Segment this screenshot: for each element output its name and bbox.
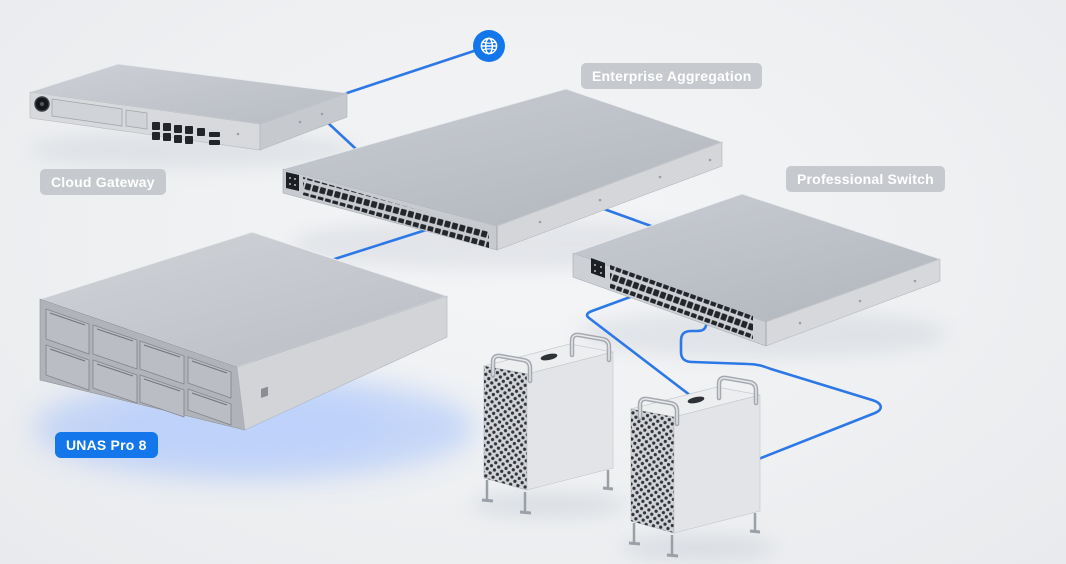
tower1-top-vent xyxy=(540,353,558,361)
enterprise-aggregation-device xyxy=(281,88,724,251)
link-proswitch-tower-a xyxy=(585,294,697,401)
unas-logo xyxy=(261,386,268,398)
proswitch-top-face xyxy=(571,193,942,323)
gateway-sfp-port-2 xyxy=(209,140,220,145)
unas-side-face xyxy=(236,295,448,431)
tower1-side-face xyxy=(526,351,614,491)
tower2-top-vent xyxy=(687,396,705,404)
tower2-side-face xyxy=(673,394,761,534)
badge-cloud-gateway: Cloud Gateway xyxy=(40,169,166,195)
proswitch-ethernet-ports xyxy=(610,265,753,339)
gateway-side-face xyxy=(259,92,348,151)
aggregation-screen xyxy=(286,172,299,191)
tower2-feet xyxy=(628,513,761,558)
unas-drive-bays xyxy=(45,308,232,426)
badge-enterprise-aggregation: Enterprise Aggregation xyxy=(581,63,763,89)
aggregation-screws xyxy=(538,158,712,224)
server-tower-2-device xyxy=(628,375,761,558)
unas-bay-handles xyxy=(49,312,228,406)
aggregation-sfp-ports xyxy=(303,177,489,248)
gateway-bay-panel-2 xyxy=(125,109,148,130)
tower1-feet xyxy=(481,470,614,515)
gateway-ethernet-ports xyxy=(152,122,220,145)
gateway-bay-panel-1 xyxy=(51,98,123,127)
tower2-handles xyxy=(637,375,759,427)
unas-pro-8-device xyxy=(38,231,449,431)
professional-switch-device xyxy=(571,193,942,347)
badge-professional-switch: Professional Switch xyxy=(786,166,945,192)
badge-unas-pro-8: UNAS Pro 8 xyxy=(55,432,158,458)
globe-icon xyxy=(473,30,505,62)
server-tower-1-device xyxy=(481,332,614,515)
cloud-gateway-device xyxy=(29,63,348,151)
tower1-handles xyxy=(490,332,612,384)
gateway-screws xyxy=(236,112,324,136)
proswitch-screws xyxy=(798,279,917,325)
gateway-sfp-port-1 xyxy=(209,132,220,137)
gateway-wan-port xyxy=(197,128,205,136)
link-proswitch-tower-b xyxy=(679,314,882,462)
